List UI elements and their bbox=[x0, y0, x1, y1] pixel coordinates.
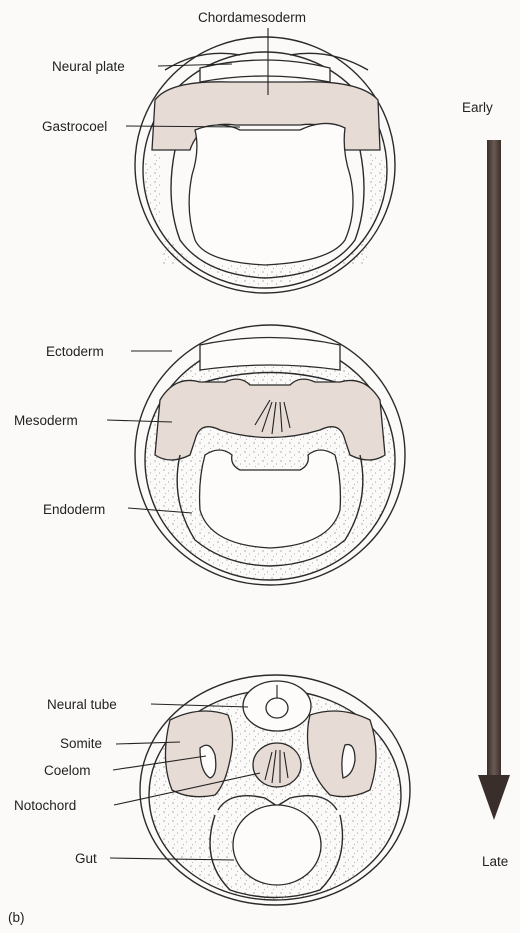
stage3-gut-lumen bbox=[233, 805, 321, 885]
stage-middle bbox=[135, 325, 405, 585]
label-somite: Somite bbox=[60, 736, 102, 751]
timeline-end-label: Late bbox=[482, 854, 508, 869]
timeline: Early Late bbox=[462, 100, 510, 869]
label-gastrocoel: Gastrocoel bbox=[42, 119, 107, 134]
stage3-neural-canal bbox=[266, 698, 288, 718]
timeline-arrow-shaft bbox=[487, 140, 501, 780]
stage1-gastrocoel bbox=[189, 123, 353, 265]
stage3-somite-left bbox=[165, 711, 232, 797]
label-endoderm: Endoderm bbox=[43, 502, 105, 517]
timeline-start-label: Early bbox=[462, 100, 493, 115]
stage1-neural-plate bbox=[200, 60, 330, 82]
stage-early bbox=[135, 37, 395, 293]
label-gut: Gut bbox=[75, 851, 97, 866]
timeline-arrow-head bbox=[478, 775, 510, 820]
label-mesoderm: Mesoderm bbox=[14, 413, 78, 428]
stage3-notochord bbox=[253, 743, 301, 787]
stage2-neural-plate bbox=[200, 338, 340, 371]
label-chordamesoderm: Chordamesoderm bbox=[198, 10, 306, 25]
label-panel: (b) bbox=[8, 910, 25, 925]
label-neural-tube: Neural tube bbox=[47, 697, 117, 712]
label-neural-plate: Neural plate bbox=[52, 59, 125, 74]
label-notochord: Notochord bbox=[14, 798, 76, 813]
label-ectoderm: Ectoderm bbox=[46, 344, 104, 359]
label-coelom: Coelom bbox=[44, 763, 91, 778]
